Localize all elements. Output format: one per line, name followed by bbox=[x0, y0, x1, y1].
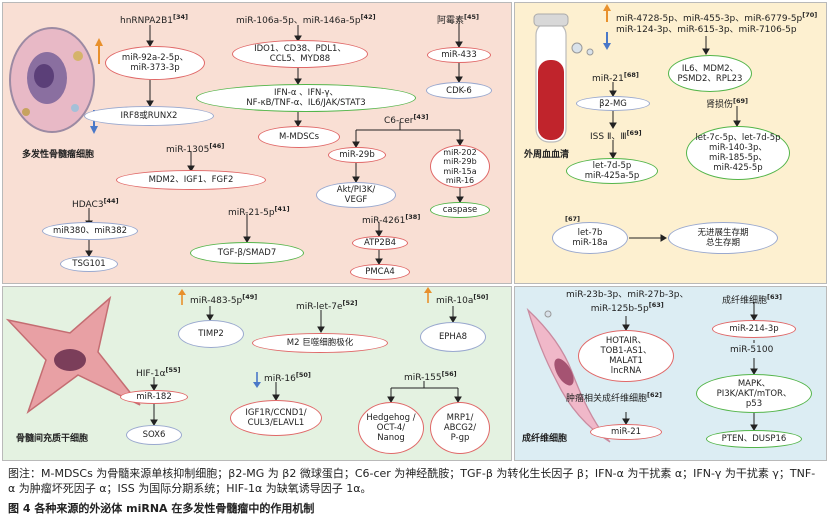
tsg101-node: TSG101 bbox=[60, 256, 118, 272]
figure-title: 图 4 各种来源的外泌体 miRNA 在多发性骨髓瘤中的作用机制 bbox=[8, 502, 315, 515]
mir21-label: miR-21[68] bbox=[592, 71, 639, 84]
tgfb-node: TGF-β/SMAD7 bbox=[190, 242, 304, 264]
let7b-node: let-7b miR-18a bbox=[552, 222, 628, 254]
irf8-node: IRF8或RUNX2 bbox=[84, 106, 214, 126]
akt-node: Akt/PI3K/ VEGF bbox=[316, 182, 396, 208]
myeloma-cell-label: 多发性骨髓瘤细胞 bbox=[22, 150, 95, 160]
mir483-label: miR-483-5p[49] bbox=[190, 293, 258, 306]
mir106-label: miR-106a-5p、miR-146a-5p[42] bbox=[236, 13, 376, 26]
mir433-node: miR-433 bbox=[427, 47, 491, 63]
mdm2-igf1-node: MDM2、IGF1、FGF2 bbox=[116, 170, 266, 190]
let7b-ref: [67] bbox=[565, 215, 580, 223]
mir16-label: miR-16[50] bbox=[264, 371, 311, 384]
hnrnpa2b1-label: hnRNPA2B1[34] bbox=[120, 13, 189, 26]
b2mg-node: β2-MG bbox=[576, 96, 650, 111]
mir29b-node: miR-29b bbox=[328, 147, 386, 163]
cdk6-node: CDK-6 bbox=[426, 82, 492, 99]
mirlet7e-label: miR-let-7e[52] bbox=[296, 299, 358, 312]
fib-label: 成纤维细胞[63] bbox=[722, 293, 783, 306]
igf1r-node: IGF1R/CCND1/ CUL3/ELAVL1 bbox=[230, 400, 322, 436]
ido1-node: IDO1、CD38、PDL1、 CCL5、MYD88 bbox=[232, 40, 368, 68]
mir92-node: miR-92a-2-5p、 miR-373-3p bbox=[105, 46, 205, 80]
hdac3-label: HDAC3[44] bbox=[72, 197, 119, 210]
pmca4-node: PMCA4 bbox=[350, 264, 410, 280]
atp2b4-node: ATP2B4 bbox=[352, 236, 408, 250]
mir5100-label: miR-5100 bbox=[730, 345, 774, 355]
down-mirna-list: miR-124-3p、miR-615-3p、miR-7106-5p bbox=[616, 25, 797, 35]
m2-node: M2 巨噬细胞极化 bbox=[252, 333, 388, 353]
mir4261-label: miR-4261[38] bbox=[362, 213, 421, 226]
mir380-node: miR380、miR382 bbox=[42, 222, 138, 240]
kidney-label: 肾损伤[69] bbox=[706, 97, 749, 110]
amycin-label: 阿霉素[45] bbox=[437, 13, 480, 26]
fibroblast-label: 成纤维细胞 bbox=[522, 434, 568, 444]
up-mirna-list: miR-4728-5p、miR-455-3p、miR-6779-5p[70] bbox=[616, 11, 818, 24]
hotair-node: HOTAIR、 TOB1-AS1、 MALAT1 lncRNA bbox=[578, 330, 674, 382]
mir202-node: miR-202 miR-29b miR-15a miR-16 bbox=[430, 145, 490, 188]
pten-node: PTEN、DUSP16 bbox=[706, 430, 802, 448]
epha8-node: EPHA8 bbox=[420, 322, 486, 352]
c6cer-label: C6-cer[43] bbox=[384, 113, 429, 126]
let7-list-node: let-7c-5p、let-7d-5p miR-140-3p、 miR-185-… bbox=[686, 126, 790, 180]
blood-label: 外周血血清 bbox=[524, 150, 570, 160]
tumor-fib-label: 肿瘤相关成纤维细胞[62] bbox=[566, 391, 663, 404]
mapk-node: MAPK、 PI3K/AKT/mTOR、 p53 bbox=[696, 374, 812, 413]
caspase-node: caspase bbox=[430, 202, 490, 218]
il6-node: IL6、MDM2、 PSMD2、RPL23 bbox=[668, 55, 752, 92]
iss-label: ISS Ⅱ、Ⅲ[69] bbox=[590, 129, 642, 142]
pfs-node: 无进展生存期 总生存期 bbox=[668, 222, 778, 254]
figure-caption: 图注：M-MDSCs 为骨髓来源单核抑制细胞；β2-MG 为 β2 微球蛋白；C… bbox=[8, 467, 816, 495]
mir21-fib-node: miR-21 bbox=[590, 424, 662, 440]
mir155-label: miR-155[56] bbox=[404, 370, 457, 383]
mir182-node: miR-182 bbox=[120, 390, 188, 404]
hedgehog-node: Hedgehog / OCT-4/ Nanog bbox=[358, 402, 424, 454]
mir215p-label: miR-21-5p[41] bbox=[228, 205, 290, 218]
mir1305-label: miR-1305[46] bbox=[166, 142, 225, 155]
mir23-label: miR-23b-3p、miR-27b-3p、 miR-125b-5p[63] bbox=[566, 290, 689, 314]
m-mdscs-node: M-MDSCs bbox=[258, 126, 340, 148]
mir10a-label: miR-10a[50] bbox=[436, 293, 489, 306]
let7d-node: let-7d-5p miR-425a-5p bbox=[566, 158, 658, 184]
sox6-node: SOX6 bbox=[126, 425, 182, 445]
timp2-node: TIMP2 bbox=[178, 320, 244, 348]
mir214-node: miR-214-3p bbox=[712, 320, 796, 338]
bmsc-label: 骨髓间充质干细胞 bbox=[16, 434, 89, 444]
ifn-node: IFN-α 、IFN-γ、 NF-κB/TNF-α、IL6/JAK/STAT3 bbox=[196, 84, 416, 112]
hif-label: HIF-1α[55] bbox=[136, 366, 181, 379]
mrp1-node: MRP1/ ABCG2/ P-gp bbox=[430, 402, 490, 454]
